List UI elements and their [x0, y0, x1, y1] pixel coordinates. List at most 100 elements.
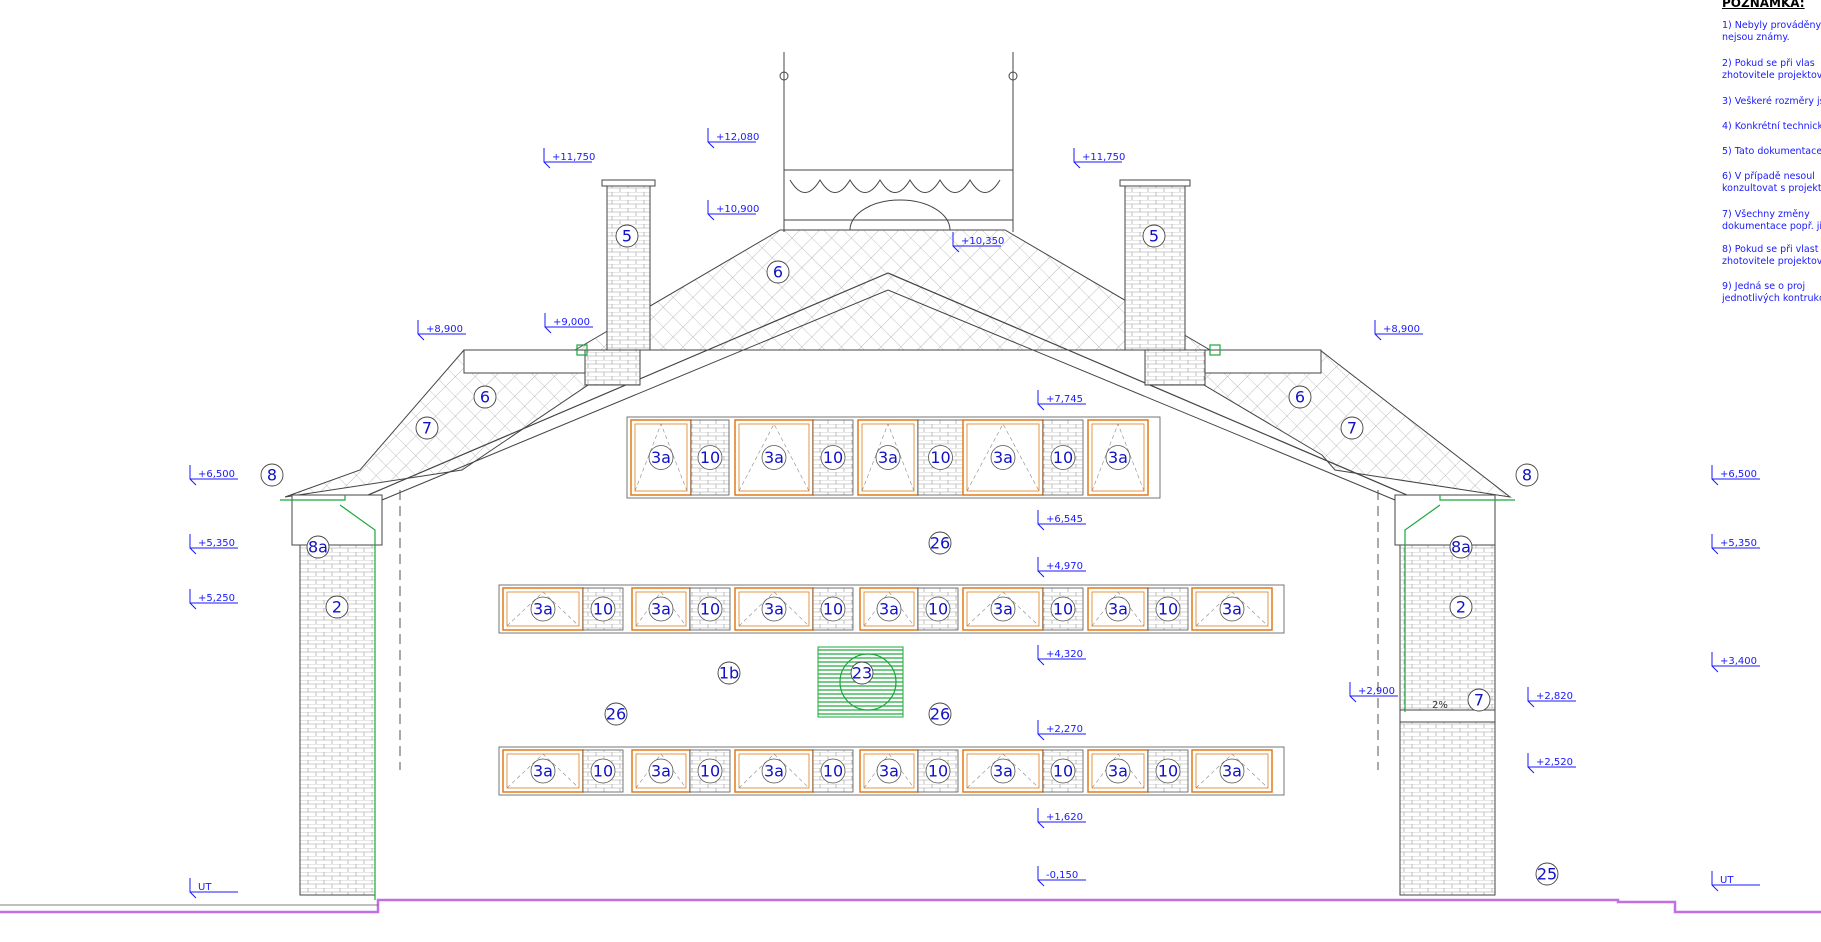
level-8900-right: +8,900	[1383, 324, 1420, 335]
window-frame	[734, 419, 814, 496]
mark-bubble	[260, 463, 284, 487]
level-11750-right: +11,750	[1082, 152, 1125, 163]
mark-26-lower-left: 26	[606, 705, 626, 724]
mark-labels: 5 5 6 6 6 7 7 7 8 8 8a 8a 2 2 26 26 26 1…	[267, 227, 1557, 884]
pier-mark-10: 10	[1053, 448, 1073, 467]
window-opening-symbol	[1091, 753, 1145, 789]
level-leader	[189, 465, 238, 486]
roof-main	[573, 229, 1212, 351]
level-leader	[1527, 753, 1576, 774]
window-opening-symbol	[1195, 591, 1269, 627]
mark-bubble	[1449, 595, 1473, 619]
note-line: 9) Jedná se o proj	[1722, 281, 1806, 292]
mark-bubble	[604, 702, 628, 726]
level-10900: +10,900	[716, 204, 759, 215]
level-leader	[544, 313, 593, 334]
window-opening-symbol	[863, 753, 915, 789]
pier-mark-10: 10	[823, 762, 843, 781]
chimney-right	[1124, 184, 1186, 351]
level-ut-left: UT	[198, 882, 212, 893]
note-line: 3) Veškeré rozměry js	[1722, 96, 1821, 107]
window-mark-3a: 3a	[651, 448, 671, 467]
window-mark-3a: 3a	[993, 762, 1013, 781]
mark-25: 25	[1537, 865, 1557, 884]
mark-bubble	[1288, 385, 1312, 409]
pier-mark-10: 10	[928, 600, 948, 619]
window-mark-3a: 3a	[1222, 762, 1242, 781]
pier-mark-10: 10	[700, 600, 720, 619]
window-mark-3a: 3a	[1108, 600, 1128, 619]
mark-6-right: 6	[1295, 388, 1305, 407]
level-4320: +4,320	[1046, 649, 1083, 660]
window-mark-3a: 3a	[878, 448, 898, 467]
mark-bubble	[928, 531, 952, 555]
window-opening-symbol	[738, 753, 810, 789]
chimney-right-cap	[1119, 179, 1191, 187]
level-leader	[1037, 645, 1086, 666]
window-mark-bubble	[1219, 758, 1245, 784]
ac-unit	[817, 646, 904, 718]
window-mark-bubble	[530, 758, 556, 784]
level-leader	[1711, 652, 1760, 673]
pier-mark-10: 10	[1053, 600, 1073, 619]
notes-title: POZNÁMKA:	[1722, 0, 1805, 10]
note-line: 4) Konkrétní technick	[1722, 121, 1821, 132]
pier-mark-bubble	[925, 758, 951, 784]
gutters	[280, 344, 1515, 900]
window-opening-symbol	[1195, 753, 1269, 789]
mark-bubble	[717, 661, 741, 685]
mark-bubble	[1340, 416, 1364, 440]
window-mark-bubble	[648, 445, 674, 470]
level-2820: +2,820	[1536, 691, 1573, 702]
level-5350-right: +5,350	[1720, 538, 1757, 549]
gutter-left	[280, 495, 376, 900]
window-opening-symbol	[1091, 591, 1145, 627]
pier-mark-bubble	[697, 596, 723, 622]
note-line: konzultovat s projekt	[1722, 183, 1821, 194]
window-mark-bubble	[761, 758, 787, 784]
pilaster-left-capital	[291, 494, 383, 546]
level-leader	[1037, 557, 1086, 578]
window-opening-symbol	[1091, 423, 1145, 492]
mark-2-left: 2	[332, 598, 342, 617]
level-leader	[1073, 148, 1122, 169]
gable-outer	[339, 272, 1436, 508]
note-line: 5) Tato dokumentace	[1722, 146, 1821, 157]
note-line: 8) Pokud se při vlast	[1722, 244, 1819, 255]
level-leader	[707, 128, 756, 149]
mark-bubble	[928, 702, 952, 726]
window-opening-symbol	[966, 753, 1040, 789]
pier-mark-10: 10	[1053, 762, 1073, 781]
window-mark-3a: 3a	[651, 600, 671, 619]
level-leader	[1711, 534, 1760, 555]
mark-bubble	[766, 260, 790, 284]
level-5250: +5,250	[198, 593, 235, 604]
level-9000: +9,000	[553, 317, 590, 328]
level-6545: +6,545	[1046, 514, 1083, 525]
level-leaders	[189, 128, 1760, 899]
window-mark-3a: 3a	[764, 762, 784, 781]
window-opening-symbol	[635, 591, 687, 627]
chimneys	[584, 179, 1206, 386]
level-leader	[189, 534, 238, 555]
pier-mark-bubble	[697, 758, 723, 784]
note-line: nejsou známy.	[1722, 32, 1790, 43]
level-4970: +4,970	[1046, 561, 1083, 572]
window-sash	[738, 591, 810, 627]
level-leader	[1037, 390, 1086, 411]
level-ut-right: UT	[1720, 875, 1734, 886]
mark-bubble	[415, 416, 439, 440]
window-mark-bubble	[876, 596, 902, 622]
window-opening-symbol	[738, 591, 810, 627]
pier-mark-bubble	[1050, 758, 1076, 784]
mark-7-canopy: 7	[1474, 691, 1484, 710]
level-leader	[1037, 720, 1086, 741]
ground-line	[0, 898, 1821, 914]
level-11750-left: +11,750	[552, 152, 595, 163]
mark-bubble	[325, 595, 349, 619]
window-opening-symbol	[861, 423, 915, 492]
notes-panel: POZNÁMKA: 1) Nebyly prováděny nejsou zná…	[1722, 0, 1821, 330]
mark-bubble	[1515, 463, 1539, 487]
mark-8-left: 8	[267, 466, 277, 485]
